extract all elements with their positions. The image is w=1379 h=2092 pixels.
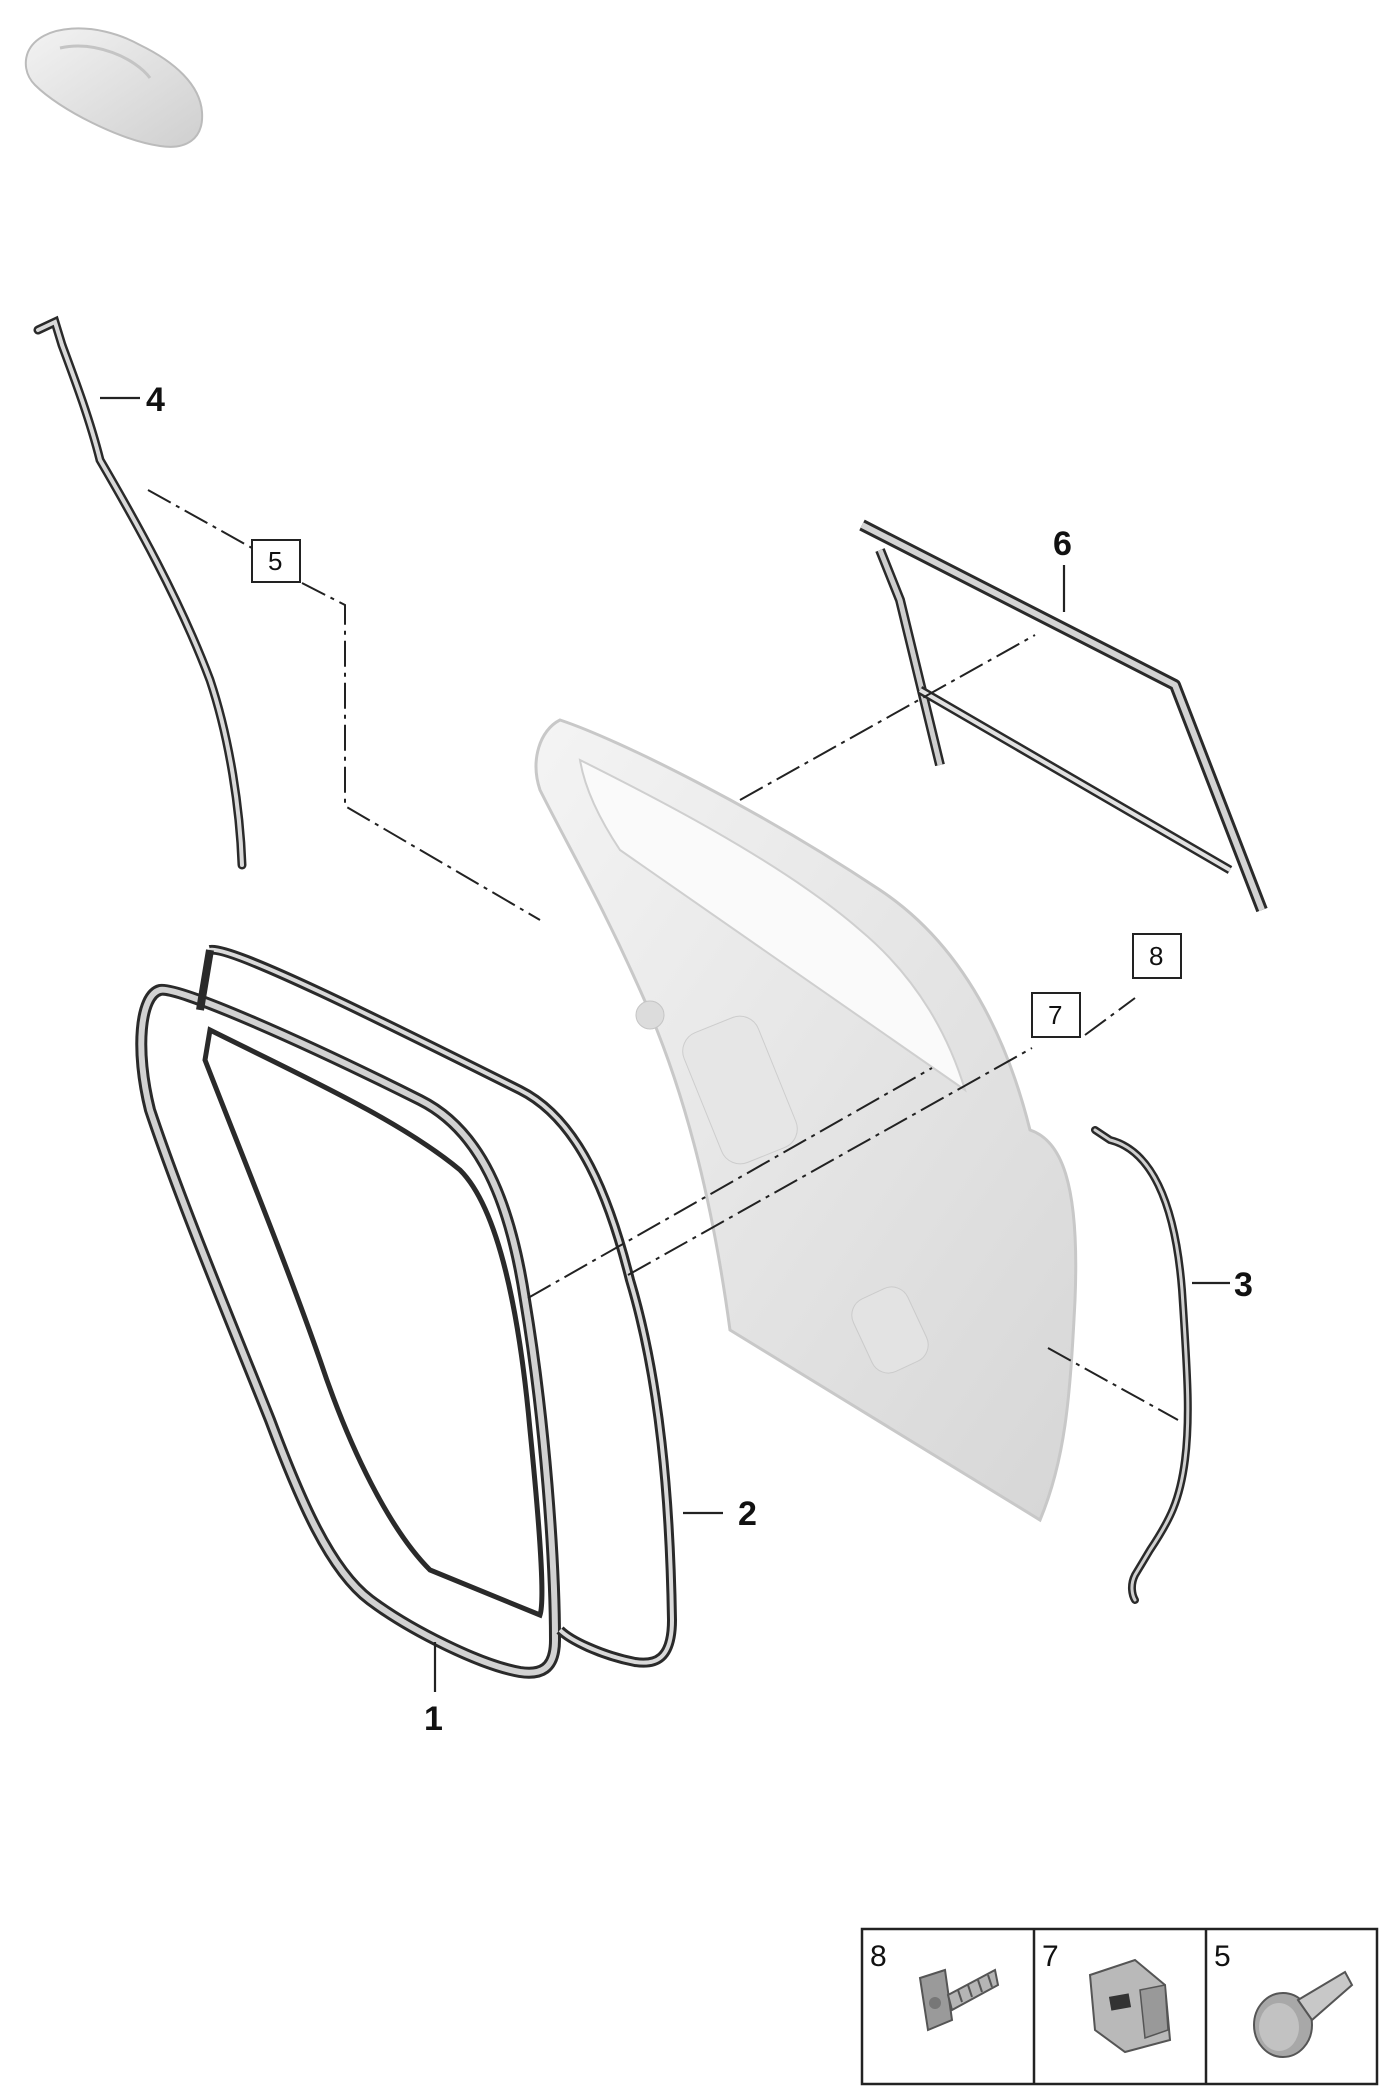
svg-text:5: 5 xyxy=(268,546,282,576)
svg-text:8: 8 xyxy=(1149,941,1163,971)
push-clip-icon xyxy=(1253,1970,1354,2058)
callout-2: 2 xyxy=(738,1495,757,1533)
callout-leaders xyxy=(100,396,1230,1692)
callout-3: 3 xyxy=(1234,1266,1253,1304)
boxed-ref-8: 8 xyxy=(1132,933,1182,979)
door-seal-part-2 xyxy=(196,944,678,1668)
legend-number-5: 5 xyxy=(1214,1940,1231,1973)
callout-1: 1 xyxy=(424,1700,443,1738)
screw-icon xyxy=(918,1968,1000,2032)
dash-leaders xyxy=(147,489,1179,1421)
seal-strip-part-4 xyxy=(33,315,247,870)
door-seal-part-1 xyxy=(135,983,562,1679)
legend-number-7: 7 xyxy=(1042,1940,1059,1973)
boxed-ref-5: 5 xyxy=(251,539,301,583)
cable-strip-part-3 xyxy=(1091,1126,1192,1604)
door-panel xyxy=(534,718,1078,1523)
callout-4: 4 xyxy=(146,381,165,419)
window-channel-part-6 xyxy=(859,519,1268,913)
clip-nut-icon xyxy=(1088,1958,1172,2054)
boxed-ref-7: 7 xyxy=(1031,992,1081,1038)
legend-number-8: 8 xyxy=(870,1940,887,1973)
callout-6: 6 xyxy=(1053,525,1072,563)
car-thumbnail-icon xyxy=(24,27,204,148)
svg-text:7: 7 xyxy=(1048,1000,1062,1030)
fastener-legend: 8 7 5 xyxy=(860,1927,1379,2086)
